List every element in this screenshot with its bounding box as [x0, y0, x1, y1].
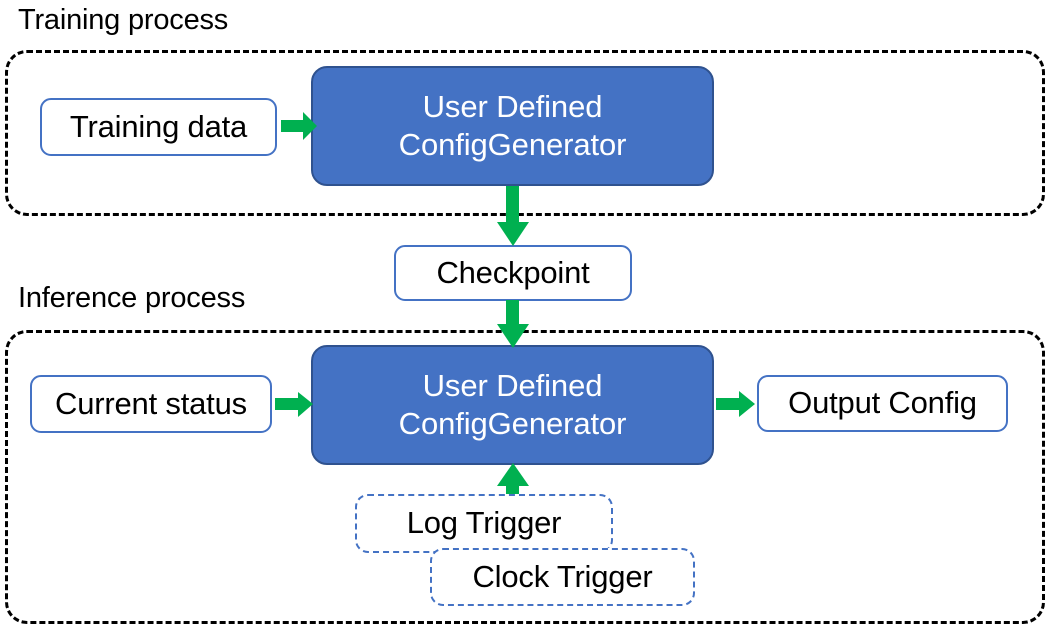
node-current-status[interactable]: Current status [30, 375, 272, 433]
node-output-config[interactable]: Output Config [757, 375, 1008, 432]
node-current-status-label: Current status [55, 385, 247, 421]
node-output-config-label: Output Config [788, 385, 977, 421]
node-generator-training-line2: ConfigGenerator [398, 127, 627, 162]
node-user-defined-config-generator-training[interactable]: User Defined ConfigGenerator [311, 66, 714, 186]
node-log-trigger-label: Log Trigger [406, 505, 562, 541]
node-log-trigger[interactable]: Log Trigger [355, 494, 613, 553]
node-checkpoint[interactable]: Checkpoint [394, 245, 632, 301]
training-process-group [5, 50, 1045, 216]
node-checkpoint-label: Checkpoint [436, 254, 590, 290]
inference-process-label: Inference process [18, 282, 246, 314]
node-generator-inference-line2: ConfigGenerator [398, 406, 627, 441]
node-clock-trigger[interactable]: Clock Trigger [430, 548, 695, 606]
node-training-data-label: Training data [69, 108, 248, 144]
node-training-data[interactable]: Training data [40, 98, 277, 156]
node-clock-trigger-label: Clock Trigger [472, 558, 653, 594]
node-user-defined-config-generator-inference[interactable]: User Defined ConfigGenerator [311, 345, 714, 465]
node-generator-training-line1: User Defined [422, 89, 603, 125]
training-process-label: Training process [18, 4, 229, 36]
node-generator-inference-line1: User Defined [422, 368, 603, 404]
